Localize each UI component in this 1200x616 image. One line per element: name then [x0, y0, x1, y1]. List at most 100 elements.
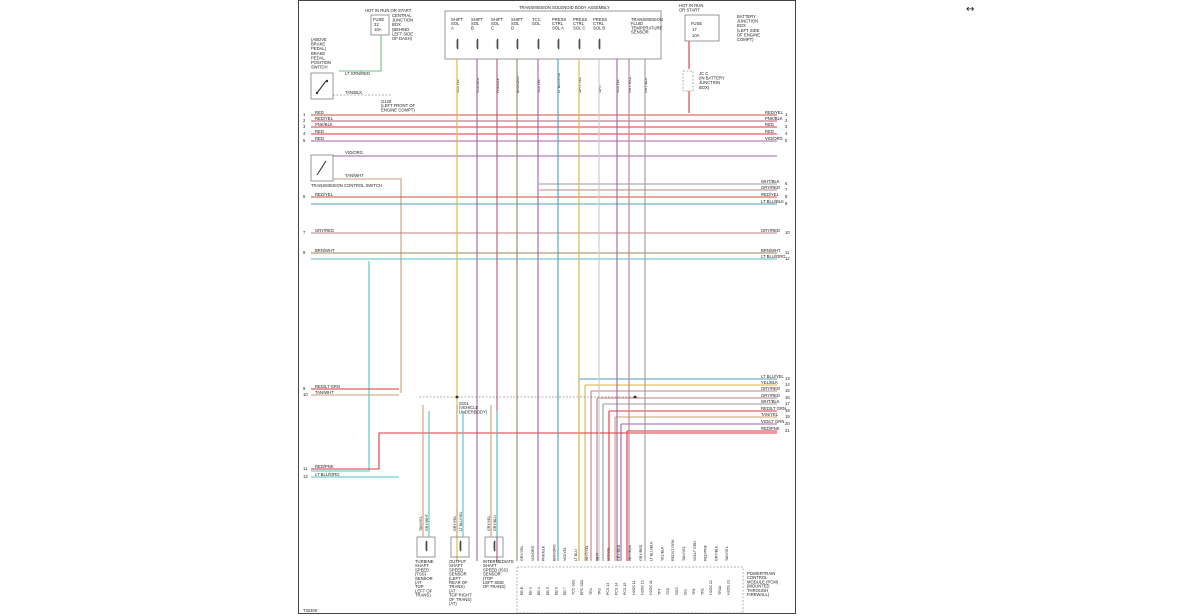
pcm-pin-label: EB 7 [563, 587, 567, 595]
right-wire-label: GRY/RED [761, 393, 780, 398]
battery-junction-box-label: OF ENGINE [737, 32, 760, 37]
pcm-pin-label: TSS [666, 587, 670, 595]
central-junction-box-label: LEFT SIDE [392, 31, 413, 36]
pcm-wire-label: GRY/RED [617, 544, 621, 561]
left-wire-label: RED/YEL [315, 192, 334, 197]
pcm-wire-label: BRN/ORG [552, 544, 556, 561]
solenoid-label: SOL A [552, 25, 564, 30]
right-wire-label: WHT/BLK [761, 179, 780, 184]
right-wire-label: RED/PNK [761, 426, 780, 431]
solenoid-label: SOL C [573, 25, 585, 30]
solenoid-label: SHIFT [511, 17, 524, 22]
pcm-pin-label: TCC SOL [572, 579, 576, 595]
solenoid-coil [515, 38, 519, 50]
wire-label-vio-org: VIO/ORG [345, 150, 363, 155]
speed-sensor-label: INTERMEDIATE [483, 559, 514, 564]
speed-sensor-label: (LEFT [449, 576, 461, 581]
right-wire-label: RED/YEL [761, 192, 780, 197]
right-pin-number: 3 [785, 124, 788, 129]
left-pin-number: 12 [303, 474, 308, 479]
left-pin-number: 4 [303, 131, 306, 136]
sensor-wire-label: TAN/YEL [419, 516, 423, 531]
wire-label-tan-wht: TAN/WHT [345, 173, 364, 178]
wire-label-tan-blk: TAN/BLK [345, 90, 362, 95]
ground-g120-label: G120 [381, 99, 392, 104]
solenoid-wire-label: VIO/YEL [456, 79, 460, 93]
ground-g120-label: (LEFT FRONT OF [381, 103, 415, 108]
central-junction-box-label: (BEHIND [392, 27, 409, 32]
left-pin-number: 2 [303, 118, 306, 123]
solenoid-body-title: TRANSMISSION SOLENOID BODY ASSEMBLY [519, 5, 610, 10]
brake-pedal-switch-label: PEDAL) [311, 46, 327, 51]
solenoid-label: TEMPERATURE [631, 25, 663, 30]
solenoid-label: D [511, 25, 514, 30]
left-wire-label: GRY/RED [315, 228, 334, 233]
fuse-left-label: FUSE [373, 17, 384, 22]
solenoid-label: SOL [491, 21, 500, 26]
s101-label: UNDERBODY) [459, 409, 488, 414]
solenoid-label: SOL B [593, 25, 605, 30]
wire-lt-grn-red [339, 35, 382, 72]
solenoid-wire-label: PNK/BLK [496, 77, 500, 93]
speed-sensor-label: TRANS) [415, 593, 431, 598]
speed-sensor-label: SPEED (ISS) [483, 567, 509, 572]
solenoid-label: FLUID [631, 21, 643, 26]
left-pin-number: 3 [303, 124, 306, 129]
right-wire-label: WHT/BLK [761, 399, 780, 404]
solenoid-label: SOL [532, 21, 541, 26]
left-wire-label: TAN/WHT [315, 390, 334, 395]
left-wire-label: RED/PNK [315, 464, 334, 469]
pcm-pin-label: ISS [683, 589, 687, 595]
pcm-pin-label: H2OS 12 [640, 580, 644, 595]
pcm-pin-label: TR3 [597, 588, 601, 595]
solenoid-label: A [451, 25, 454, 30]
expand-arrows-icon[interactable]: ↔ [966, 4, 975, 15]
left-wire-label: BRN/WHT [315, 248, 335, 253]
solenoid-wire-label: GRY/RED [628, 76, 632, 93]
speed-sensor-label: SENSOR [415, 576, 433, 581]
trans-control-switch-label: TRANSMISSION CONTROL SWITCH [311, 183, 382, 188]
pcm-wire-label: LT BLU [574, 549, 578, 561]
solenoid-wire-label: WHT [598, 84, 602, 93]
trans-control-switch-box [310, 154, 334, 182]
solenoid-label: SOL [451, 21, 460, 26]
solenoid-wire-label: VIO/YEL [537, 79, 541, 93]
pcm-box [516, 566, 744, 614]
pcm-pin-label: PCS 14 [615, 583, 619, 595]
solenoid-wire-label: GRY/BLK [644, 77, 648, 93]
speed-sensor-label: (AT [415, 580, 422, 585]
left-wire-label: RED/LT GRN [315, 384, 340, 389]
pcm-pin-label: TFT [658, 588, 662, 595]
pcm-pin-label: H2OS 22 [709, 580, 713, 595]
speed-sensor-box [484, 536, 504, 558]
s101-label: (VEHICLE [459, 405, 479, 410]
pcm-pin-label: H2OS 21 [649, 580, 653, 595]
solenoid-coil [597, 38, 601, 50]
jc-c-label: JUNCTION [699, 80, 720, 85]
solenoid-wire-label: LT BLU/PNK [557, 72, 561, 93]
speed-sensor-label: TOP [415, 584, 424, 589]
pcm-wire-label: YEL/BLK [660, 546, 664, 561]
pcm-wire-label: VIO/YEL [563, 547, 567, 561]
pcm-label: FIREWALL) [747, 592, 770, 597]
right-wire-label: GRY/RED [761, 228, 780, 233]
solenoid-wire-label: VIO/YEL [616, 79, 620, 93]
solenoid-coil [577, 38, 581, 50]
solenoid-coil [536, 38, 540, 50]
right-pin-number: 2 [785, 118, 788, 123]
left-wire-label: LT BLU/ORG [315, 472, 340, 477]
sensor-wire-label: GRY/YEL [487, 515, 491, 531]
right-pin-number: 1 [785, 112, 788, 117]
right-pin-number: 4 [785, 131, 788, 136]
speed-sensor-label: SHAFT [449, 563, 463, 568]
wiring-diagram: HOT IN RUN OR STARTFUSE2210ACENTRALJUNCT… [303, 3, 790, 614]
right-wire-label: LT BLU/YEL [761, 374, 785, 379]
pcm-wire-label: GRY/RED [639, 544, 643, 561]
pcm-pin-label: OSS [675, 587, 679, 595]
speed-sensor-label: SPEED [415, 567, 429, 572]
pcm-wire-label: WHT [596, 552, 600, 561]
speed-sensor-box [416, 536, 436, 558]
pcm-label: CONTROL [747, 575, 768, 580]
wire-red-pnk [378, 432, 777, 469]
